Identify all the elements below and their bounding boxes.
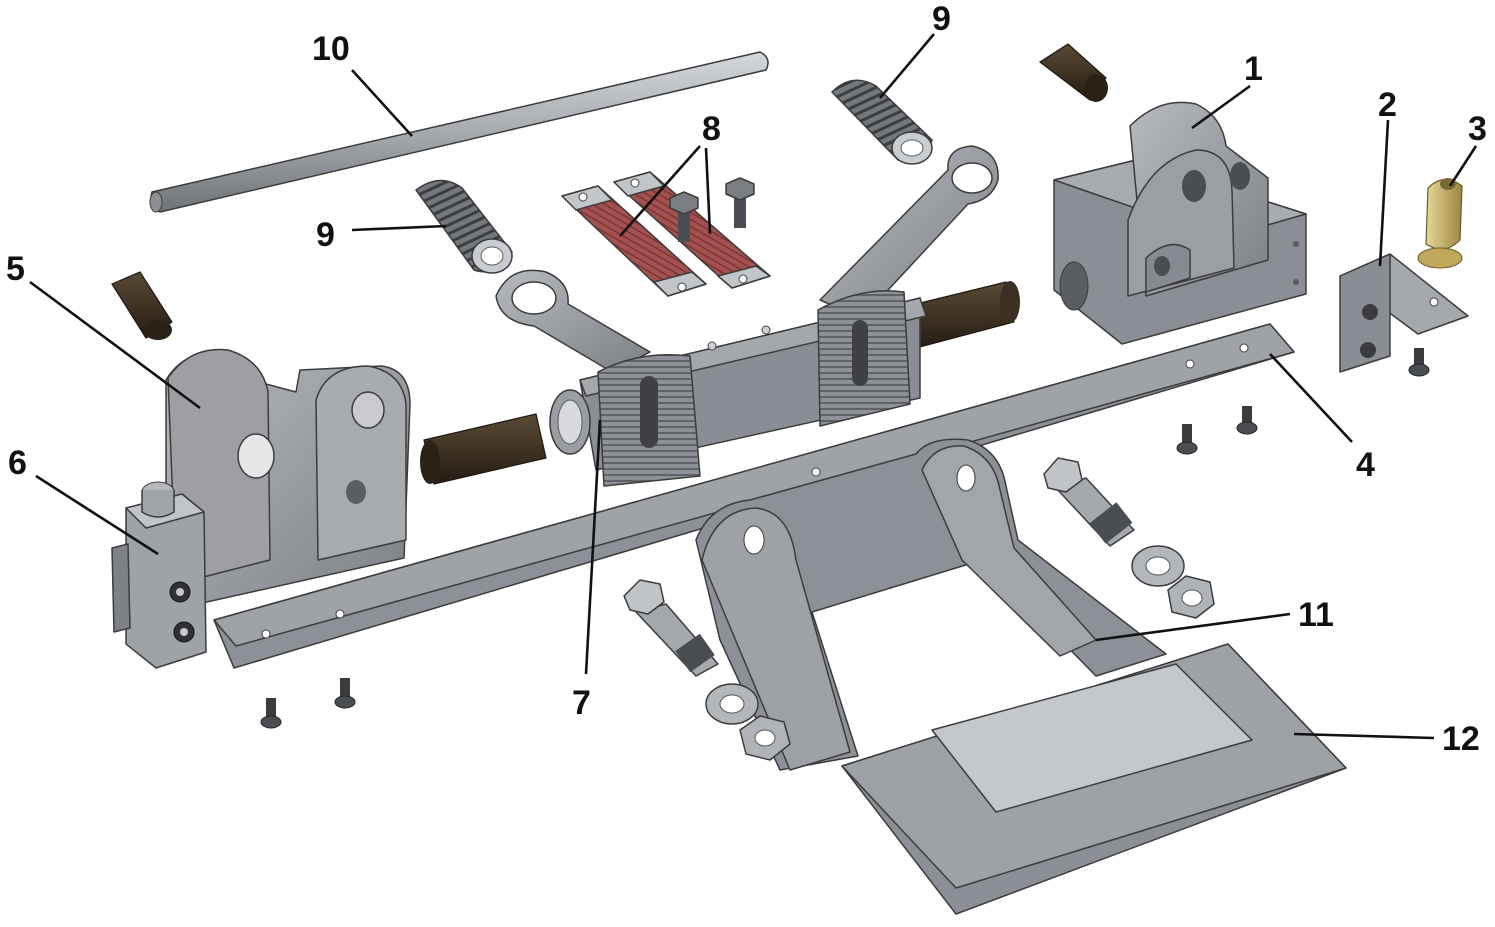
leader-7 [584,419,602,675]
leader-1 [1191,84,1251,130]
callout-2: 2 [1378,86,1397,124]
leader-2 [1378,119,1390,267]
screw-right-1 [1176,424,1198,455]
callout-10: 10 [312,30,350,68]
washer-left [705,683,759,725]
callout-5: 5 [6,250,25,288]
bushing-top-left [111,271,173,340]
bolt-left [623,579,719,677]
callout-6: 6 [8,444,27,482]
nut-right [1167,575,1215,619]
strip-bolts [669,177,755,242]
callout-12: 12 [1442,720,1480,758]
leader-4 [1269,353,1353,443]
leader-11 [1095,612,1291,642]
leader-8b [704,147,712,235]
terminal-block [111,481,207,669]
pedal-plate [841,643,1347,915]
screw-bottom-left-2 [334,678,356,709]
leader-10 [351,69,413,137]
bolt-right [1043,457,1135,547]
callout-9-right: 9 [932,0,951,38]
leader-lines [29,33,1478,740]
leader-8a [619,145,701,237]
insulating-strips [561,171,771,297]
right-hinge-block [1053,101,1307,345]
spring-right [831,79,933,165]
spring-left [415,179,513,274]
callout-7: 7 [572,684,591,722]
bushing-mid-left [420,413,547,485]
callout-11: 11 [1298,596,1334,634]
rocker-arm [495,145,999,487]
callout-1: 1 [1244,50,1263,88]
screws [260,348,1430,729]
callout-3: 3 [1468,110,1487,148]
leader-9a [351,224,447,232]
washer-right [1131,545,1185,587]
callout-8: 8 [702,110,721,148]
terminal-nut [1417,178,1463,269]
nut-left [739,715,791,761]
mounting-bar [213,323,1295,669]
callout-9-left: 9 [316,216,335,254]
leader-9b [879,33,935,99]
screw-right-2 [1236,406,1258,435]
leader-5 [29,280,201,410]
leader-6 [35,474,159,556]
leader-12 [1293,732,1435,740]
screw-bottom-left-1 [260,698,282,729]
callout-labels: 1 2 3 4 5 6 7 8 9 9 10 11 12 [6,0,1487,758]
pedal-frame [695,438,1167,771]
shaft-rod [149,51,769,213]
angle-bracket [1339,253,1469,373]
screw-bracket [1408,348,1430,377]
leader-3 [1448,145,1478,187]
callout-4: 4 [1356,446,1375,484]
bushing-top-right [1038,43,1108,102]
